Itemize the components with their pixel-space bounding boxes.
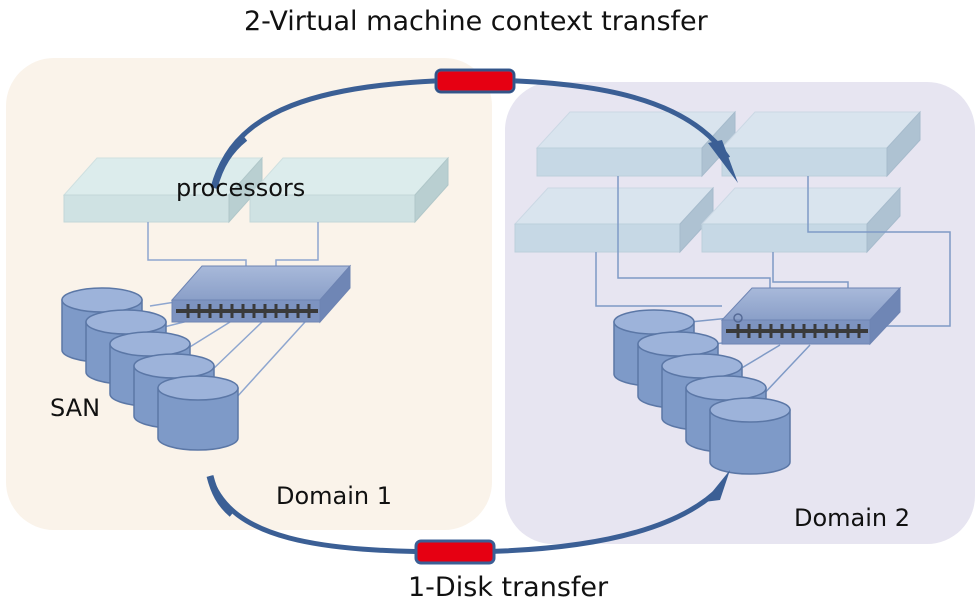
diagram-title: 2-Virtual machine context transfer bbox=[244, 6, 708, 37]
processors-label: processors bbox=[176, 174, 306, 202]
domain1-san-disks bbox=[61, 287, 239, 451]
disk-transfer-label: 1-Disk transfer bbox=[408, 572, 609, 603]
disk-icon bbox=[157, 375, 239, 451]
vm-context-transfer-arrow bbox=[210, 68, 738, 189]
packet-icon bbox=[434, 68, 516, 94]
processor-block bbox=[248, 156, 450, 224]
disk-icon bbox=[709, 397, 791, 475]
packet-icon bbox=[414, 539, 496, 565]
domain1-processors bbox=[62, 156, 450, 224]
domain2-switch bbox=[720, 286, 902, 346]
domain1-label: Domain 1 bbox=[276, 482, 393, 510]
processor-block bbox=[513, 186, 715, 254]
domain2-label: Domain 2 bbox=[794, 504, 911, 532]
domain2-san-disks bbox=[613, 309, 791, 475]
san-label: SAN bbox=[50, 394, 101, 422]
domain1-switch bbox=[170, 264, 352, 324]
disk-transfer-arrow bbox=[206, 470, 730, 565]
processor-block bbox=[700, 186, 902, 254]
processor-block bbox=[720, 110, 922, 178]
processor-block bbox=[535, 110, 737, 178]
